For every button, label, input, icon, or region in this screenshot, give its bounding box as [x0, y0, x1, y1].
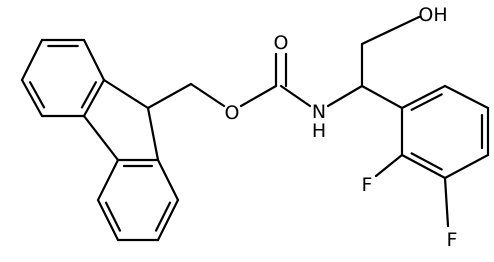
fluorene-upper-ring-double-bond-2: [80, 81, 98, 109]
fluorene-lower-ring-bond-2: [156, 198, 180, 242]
fluorene-lower-ring-bond-4: [96, 198, 120, 242]
ch2-oxygen-bond: [189, 82, 226, 108]
difluorophenyl-ring-bond-3: [443, 153, 490, 180]
fluorene-c9-bond-upper: [102, 78, 150, 110]
carbonyl-oxygen-label: O: [274, 32, 289, 54]
amide-nitrogen-label: N: [312, 101, 326, 123]
difluorophenyl-ring-double-bond-4: [410, 152, 443, 171]
fluorene-c9-bond-lower: [146, 106, 160, 162]
difluorophenyl-ring-bond-0: [400, 84, 447, 110]
fluorene-lower-ring-bond-5: [96, 158, 120, 202]
fluorene-lower-ring-double-bond-2: [154, 201, 172, 232]
ch2-hydroxyl-bond: [360, 15, 421, 46]
fluorene-biaryl-bond: [82, 114, 120, 162]
fluorene-upper-ring-bond-1: [82, 38, 106, 82]
fluorine-3-label: F: [447, 229, 458, 251]
difluorophenyl-ring-double-bond-0: [410, 93, 443, 111]
fluorene-upper-ring-bond-2: [82, 78, 106, 118]
c2-fluorine-bond: [374, 153, 404, 178]
fluorine-2-label: F: [362, 174, 373, 196]
atom-label-layer: O O N H OH F F: [225, 4, 458, 251]
c9-ch2-bond: [146, 82, 193, 110]
hydroxyl-label: OH: [418, 4, 447, 26]
oxygen-carbonyl-bond: [239, 84, 278, 108]
amide-hydrogen-label: H: [312, 120, 326, 142]
ca-aryl-bond: [360, 84, 404, 110]
difluorophenyl-ring-bond-4: [400, 153, 447, 180]
nitrogen-ca-bond: [326, 84, 364, 108]
fluorene-lower-ring-bond-1: [156, 158, 180, 202]
carbonyl-nitrogen-bond: [279, 84, 312, 108]
fluorene-lower-ring-double-bond-4: [104, 201, 122, 232]
c3-fluorine-bond: [443, 176, 450, 228]
bond-layer: [20, 15, 490, 242]
ester-oxygen-label: O: [225, 102, 240, 124]
fluorene-upper-ring-double-bond-4: [28, 81, 46, 109]
fluorene-upper-ring-bond-4: [20, 78, 44, 118]
fluorene-upper-ring-bond-5: [20, 38, 44, 82]
difluorophenyl-ring-bond-1: [443, 84, 490, 110]
